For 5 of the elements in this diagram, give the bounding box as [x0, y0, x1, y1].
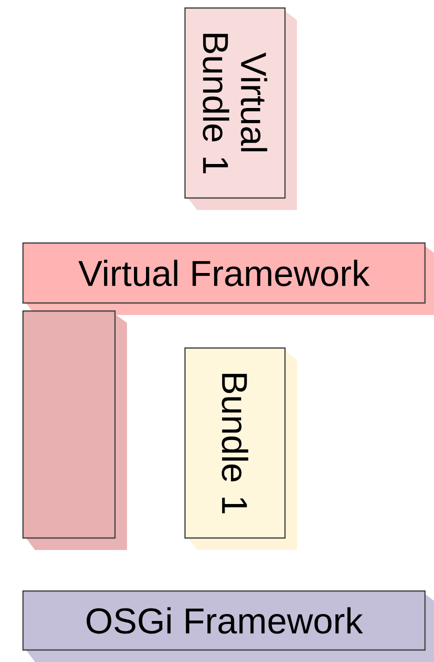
framework-bar: OSGi Framework: [22, 590, 434, 662]
bundle-box: Virtual Bundle 1: [184, 7, 297, 210]
bundle-box: Bundle 1: [184, 347, 297, 550]
box: [22, 310, 127, 550]
framework-bar: Virtual Framework: [22, 242, 434, 315]
